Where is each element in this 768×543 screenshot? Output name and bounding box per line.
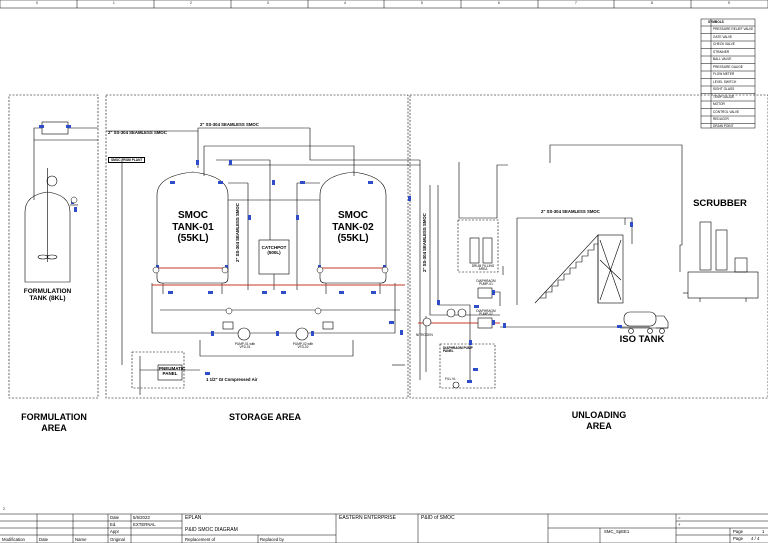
legend-item: DRAIN POINT bbox=[713, 124, 734, 128]
tb-ed-value: EXTERNAL bbox=[133, 522, 156, 527]
unloading-area-label: UNLOADING AREA bbox=[571, 410, 627, 431]
top-grid-ruler bbox=[0, 0, 768, 9]
tb-doc-no: SMC_SpEE1 bbox=[604, 529, 630, 534]
legend-item: SIGHT GLASS bbox=[713, 87, 735, 91]
grid-col-3: 3 bbox=[267, 1, 269, 5]
drum-filling-label: DRUM FILLING AREA bbox=[471, 264, 495, 272]
tb-replacement: Replacement of bbox=[185, 537, 216, 542]
catchpot-shape bbox=[258, 239, 290, 290]
formulation-tank-label: FORMULATION TANK (8KL) bbox=[23, 288, 72, 303]
tb-date-label: Date bbox=[110, 515, 120, 520]
pneumatic-panel-label: PNEUMATIC PANEL bbox=[159, 366, 186, 376]
scrubber-label: SCRUBBER bbox=[693, 198, 747, 209]
pipe-label-main-top: 2" SS-304 SEAMLESS SMOC bbox=[200, 122, 259, 127]
pipe-label-main-left: 2" SS-304 SEAMLESS SMOC bbox=[108, 130, 167, 135]
grid-col-6: 6 bbox=[498, 1, 500, 5]
legend-item: REDUCER bbox=[713, 117, 729, 121]
catchpot-label: CATCHPOT (500L) bbox=[261, 245, 287, 256]
legend-item: PRESSURE GAUGE bbox=[713, 64, 743, 69]
legend-table bbox=[700, 18, 756, 129]
tb-appr-label: Appr bbox=[110, 529, 120, 534]
tb-equals: = bbox=[678, 515, 681, 520]
area-boundaries bbox=[8, 94, 768, 399]
formulation-area-label: FORMULATION AREA bbox=[21, 412, 87, 433]
legend-item: CONTROL VALVE bbox=[713, 109, 740, 114]
loading-stair bbox=[534, 234, 624, 304]
tb-ed-label: Ed. bbox=[110, 522, 117, 527]
scrubber-shape bbox=[683, 221, 759, 302]
tb-eplan: EPLAN bbox=[185, 515, 202, 521]
legend-item: STRAINER bbox=[713, 49, 730, 54]
tb-page-label: Page bbox=[733, 529, 744, 534]
pipe-label-center-vertical: 2" SS-304 SEAMLESS SMOC bbox=[235, 203, 240, 262]
nitrogen-label: NITROGEN bbox=[416, 333, 433, 337]
pumps bbox=[222, 321, 334, 341]
smoc-tank-01-label: SMOC TANK-01 (55KL) bbox=[172, 210, 214, 244]
grid-col-8: 8 bbox=[651, 1, 653, 5]
legend-item: BALL VALVE bbox=[713, 57, 732, 61]
pipe-label-unload-top: 2" SS-304 SEAMLESS SMOC bbox=[541, 209, 600, 214]
tb-replaced-by: Replaced by bbox=[260, 537, 284, 542]
tb-date-value: 5/6/2023 bbox=[133, 515, 150, 520]
unloading-valves bbox=[437, 222, 633, 383]
grid-row-marker: 2 bbox=[3, 507, 5, 511]
formulation-tank-shape bbox=[24, 121, 98, 283]
tb-company: EASTERN ENTERPRISE bbox=[339, 515, 396, 521]
grid-col-4: 4 bbox=[344, 1, 346, 5]
smoc-tank-02-label: SMOC TANK-02 (55KL) bbox=[332, 210, 374, 244]
legend-item: MOTOR bbox=[713, 102, 725, 106]
pneumatic-panel-box bbox=[131, 351, 185, 389]
pipe-label-compressed-air: 1 1/2" GI Compressed Air bbox=[206, 377, 258, 382]
tb-name-col: Name bbox=[75, 537, 87, 542]
tb-page-label-2: Page bbox=[733, 536, 744, 541]
gauges bbox=[70, 196, 389, 315]
inlet-tag: SMOC FROM PLANT bbox=[108, 157, 146, 164]
diaphragm-pumps bbox=[422, 287, 493, 389]
tb-original: Original bbox=[110, 537, 125, 542]
tb-doc-title: P&ID of SMOC bbox=[421, 515, 455, 521]
legend-title: SYMBOLS bbox=[708, 20, 724, 24]
pump-02-label: PUMP-02 with VFD-02 bbox=[292, 342, 314, 350]
storage-area-label: STORAGE AREA bbox=[228, 412, 301, 422]
tb-modification: Modification bbox=[2, 537, 25, 542]
tb-date-col: Date bbox=[39, 537, 49, 542]
tb-diagram-title: P&ID SMOC DIAGRAM bbox=[185, 527, 238, 533]
grid-col-7: 7 bbox=[575, 1, 577, 5]
pump-01-label: PUMP-01 with VFD-01 bbox=[234, 342, 256, 350]
tb-plus: + bbox=[678, 522, 681, 527]
tb-page-value: 1 bbox=[762, 529, 765, 534]
unloading-pipe-network bbox=[419, 144, 683, 389]
diaphragm-panel-label: DIAPHRAGM PUMP PANEL bbox=[443, 346, 473, 354]
pipe-label-vertical-unload: 2" SS-304 SEAMLESS SMOC bbox=[422, 213, 427, 272]
fill-valve-label: FILL VL bbox=[445, 377, 457, 381]
legend-item: TEMP GAUGE bbox=[713, 94, 735, 99]
legend-item: LEVEL SWITCH bbox=[713, 79, 737, 84]
legend-item: PRESSURE RELIEF VALVE bbox=[713, 27, 754, 31]
iso-tank-truck bbox=[620, 311, 669, 334]
legend-item: GATE VALVE bbox=[713, 34, 733, 39]
grid-col-0: 0 bbox=[36, 1, 38, 5]
diaphragm-pump-01-label: DIAPHRAGM PUMP-01 bbox=[476, 279, 496, 287]
title-block-lines bbox=[0, 513, 768, 543]
legend-item: CHECK VALVE bbox=[713, 42, 735, 46]
tb-page-of: 4 / 4 bbox=[751, 536, 760, 541]
grid-col-5: 5 bbox=[421, 1, 423, 5]
storage-pipe-network bbox=[106, 127, 420, 395]
grid-col-9: 9 bbox=[728, 1, 730, 5]
grid-col-2: 2 bbox=[190, 1, 192, 5]
grid-col-1: 1 bbox=[113, 1, 115, 5]
iso-tank-label: ISO TANK bbox=[619, 334, 665, 345]
diaphragm-pump-02-label: DIAPHRAGM PUMP-02 bbox=[476, 309, 496, 317]
legend-item: FLOW METER bbox=[713, 72, 735, 76]
